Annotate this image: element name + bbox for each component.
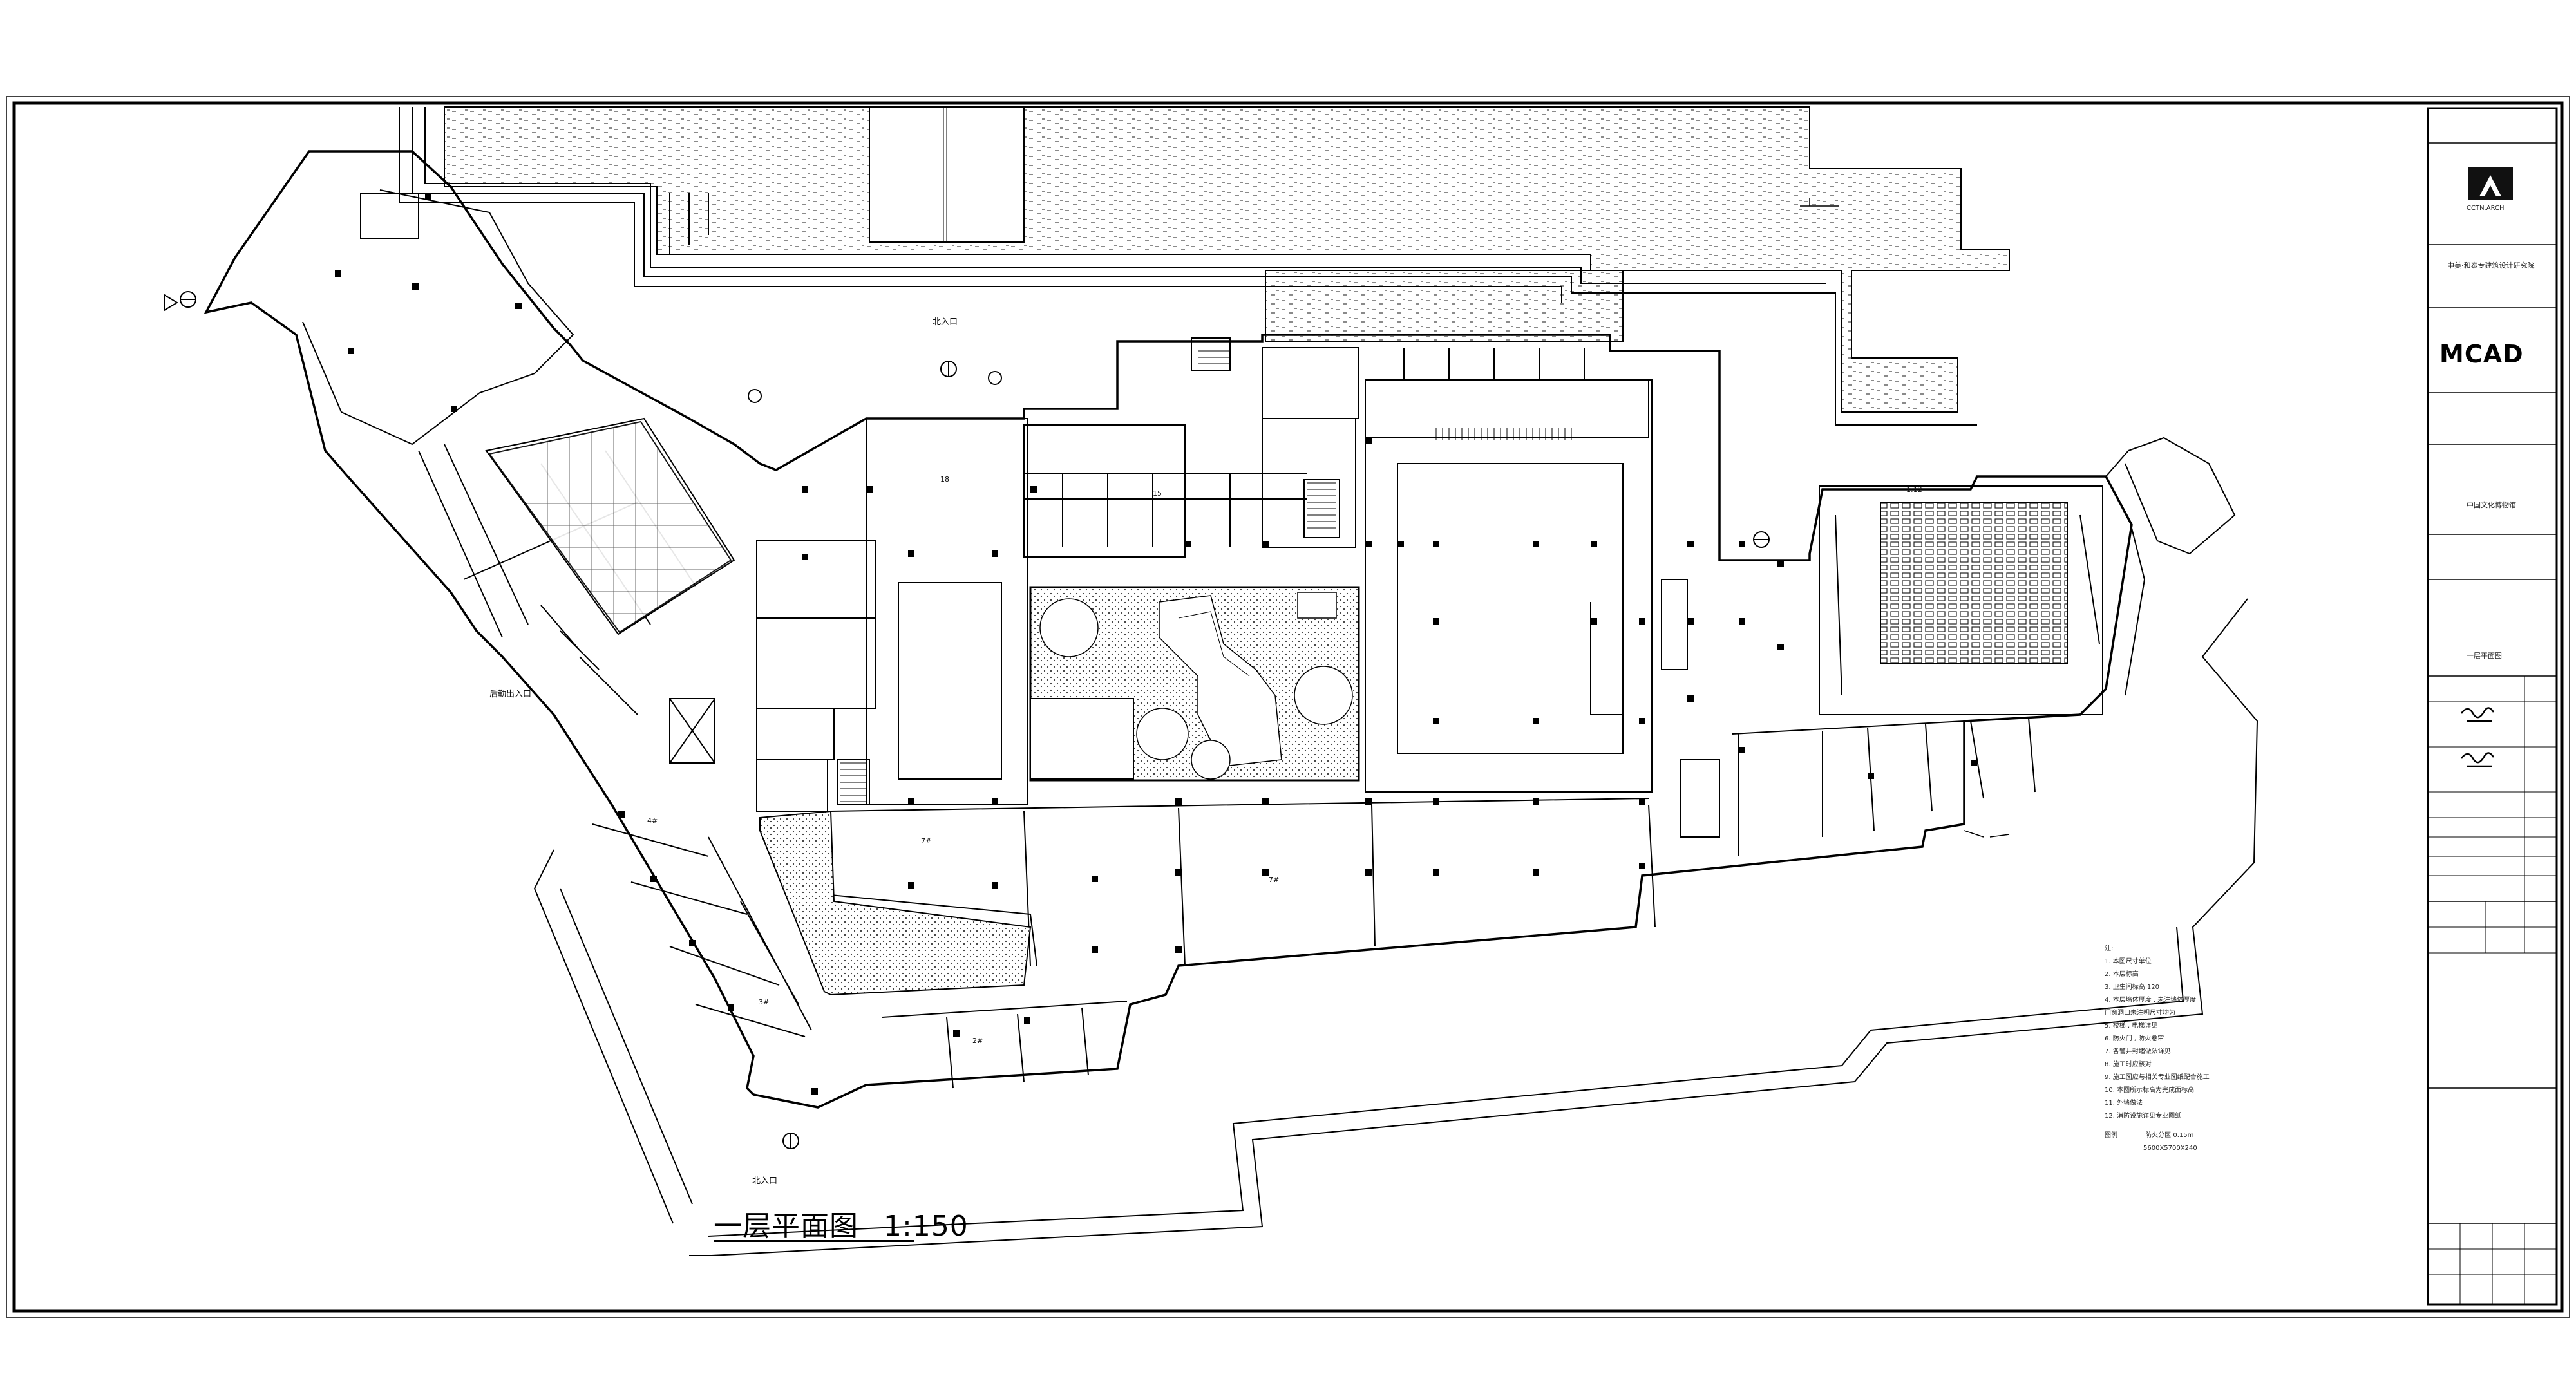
sheet-border bbox=[6, 96, 2570, 1318]
note-item: 6. 防火门 , 防火卷帘 bbox=[2105, 1035, 2164, 1042]
section-marks bbox=[1800, 198, 2010, 838]
partner-logo: MCAD bbox=[2439, 340, 2524, 368]
light-well bbox=[488, 420, 732, 634]
note-item: 10. 本图所示标高为完成面标高 bbox=[2105, 1087, 2195, 1094]
site-boundary bbox=[533, 598, 2259, 1256]
logo-name: CCTN.ARCH bbox=[2467, 205, 2505, 212]
north-entrance-label: 北入口 bbox=[933, 317, 958, 327]
building-outline bbox=[204, 150, 2133, 1109]
legend-item: 防火分区 0.15m bbox=[2145, 1132, 2194, 1139]
note-item: 12. 消防设施详见专业图纸 bbox=[2105, 1113, 2182, 1120]
bridge-stairs bbox=[943, 107, 947, 242]
note-item: 8. 施工时应核对 bbox=[2105, 1061, 2152, 1068]
drawing-title-text: 一层平面图 bbox=[714, 1210, 858, 1243]
note-item: 1. 本图尺寸单位 bbox=[2105, 958, 2152, 965]
atrium-number: 18 bbox=[940, 475, 949, 484]
south-entrance-label: 北入口 bbox=[752, 1176, 777, 1186]
terrace-steps bbox=[399, 107, 1977, 426]
sheet-name: 一层平面图 bbox=[2467, 652, 2502, 660]
exhibit-top-number: 15 bbox=[1153, 489, 1162, 498]
drawing-scale: 1:150 bbox=[884, 1210, 969, 1243]
courtyard-garden bbox=[1029, 586, 1360, 782]
legend-dims: 5600X5700X240 bbox=[2143, 1145, 2197, 1152]
note-item: 2. 本层标高 bbox=[2105, 971, 2139, 978]
note-item: 4. 本层墙体厚度 , 未注墙体厚度 bbox=[2105, 997, 2197, 1004]
structural-columns bbox=[335, 193, 1977, 1095]
note-item: 7. 各管井封堵做法详见 bbox=[2105, 1048, 2171, 1055]
side-entrance-label: 后勤出入口 bbox=[489, 690, 531, 699]
exhibit-number: 2# bbox=[972, 1037, 983, 1045]
legend-label: 图例 bbox=[2105, 1132, 2117, 1139]
note-item: 5. 楼梯 , 电梯详见 bbox=[2105, 1022, 2158, 1030]
note-item: 11. 外墙做法 bbox=[2105, 1100, 2143, 1107]
water-feature bbox=[444, 106, 2010, 413]
exhibit-number: 4# bbox=[647, 816, 658, 825]
note-item: 3. 卫生间标高 120 bbox=[2105, 984, 2159, 991]
notes-heading: 注: bbox=[2105, 945, 2114, 952]
institute-name: 中美·和泰专建筑设计研究院 bbox=[2447, 261, 2535, 270]
general-notes: 注: 1. 本图尺寸单位 2. 本层标高 3. 卫生间标高 120 4. 本层墙… bbox=[2105, 943, 2388, 1155]
signature-marks bbox=[2460, 707, 2495, 767]
exhibit-number: 7# bbox=[1269, 876, 1279, 884]
project-name: 中国文化博物馆 bbox=[2467, 501, 2516, 509]
note-item: 门窗洞口未注明尺寸均为 bbox=[2105, 1010, 2175, 1017]
exhibit-number: 3# bbox=[759, 998, 769, 1006]
title-underline bbox=[714, 1240, 914, 1242]
institute-logo bbox=[2468, 167, 2513, 200]
landscape-hatch bbox=[759, 810, 1032, 996]
auditorium-label: 1:12 bbox=[1906, 485, 1922, 494]
entrance-markers bbox=[164, 291, 1770, 1149]
exhibit-number: 7# bbox=[921, 837, 931, 845]
drawing-title: 一层平面图 1:150 bbox=[714, 1203, 969, 1244]
title-block-frame bbox=[2427, 107, 2558, 1306]
note-item: 9. 施工图应与相关专业图纸配合施工 bbox=[2105, 1074, 2210, 1081]
